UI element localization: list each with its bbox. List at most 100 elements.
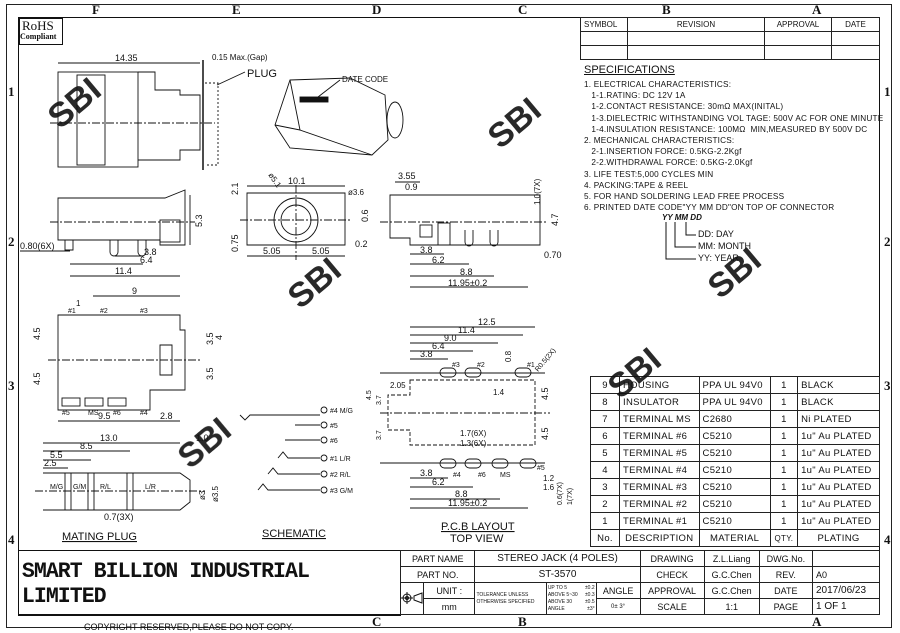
dim: ø3.5 <box>211 485 220 502</box>
side-view: 14.35 0.15 Max.(Gap) PLUG <box>50 53 277 170</box>
watermark: SBI <box>601 341 669 407</box>
dim: 1.4 <box>493 388 505 397</box>
spec-line: 1-4.INSULATION RESISTANCE: 100MΩ MIN,MEA… <box>584 124 868 134</box>
watermark: SBI <box>281 251 349 317</box>
dim: 5.3 <box>194 214 204 227</box>
spec-line: 5. FOR HAND SOLDERING LEAD FREE PROCESS <box>584 192 785 202</box>
revision-table: SYMBOL REVISION APPROVAL DATE <box>580 17 880 60</box>
company-block: SMART BILLION INDUSTRIAL LIMITED COPYRIG… <box>18 550 401 632</box>
bottom-view: 9 1 #1 #2 #3 4.5 4.5 3.5 3.5 4 #5 MS #6 … <box>32 286 224 422</box>
dim: 6.4 <box>140 255 153 265</box>
end-view: 10.1 ø5.1 ø3.6 2.1 0.75 5.05 5.05 0.6 0.… <box>230 171 370 260</box>
pcb-layout: 12.5 11.4 9.0 6.4 3.8 0.8 R0.5(2X) 2.05 … <box>366 317 574 545</box>
dim: 2.1 <box>230 182 240 195</box>
bom-cell-qty: 1 <box>769 495 799 513</box>
watermark: SBI <box>481 91 549 157</box>
pin-label: #5 <box>62 410 70 417</box>
dim: 1.0 <box>196 433 209 443</box>
dim: 4.5 <box>32 327 42 340</box>
pin-label: #3 <box>140 308 148 315</box>
tolerance-label-line2: OTHERWISE SPECIFIED <box>476 598 535 605</box>
dim: 0.6 <box>360 209 370 222</box>
third-angle-projection-icon <box>401 591 423 604</box>
dim: R0.5(2X) <box>534 347 557 373</box>
spec-line: 4. PACKING:TAPE & REEL <box>584 180 689 190</box>
rohs-text: RoHS <box>22 18 54 33</box>
spec-line: 3. LIFE TEST:5,000 CYCLES MIN <box>584 169 714 179</box>
schematic-pin: #2 R/L <box>330 472 351 479</box>
zone-label: 2 <box>884 234 891 249</box>
pin-label: MS <box>88 410 99 417</box>
schematic-title: SCHEMATIC <box>262 528 326 540</box>
tolerance-range: ABOVE 5~30±0.3 <box>548 592 595 599</box>
segment-label: M/G <box>50 484 63 491</box>
dim: 1.3(6X) <box>460 439 487 448</box>
copyright-notice: COPYRIGHT RESERVED,PLEASE DO NOT COPY. <box>18 615 400 632</box>
dim: ø5.1 <box>266 171 283 190</box>
zone-label: E <box>232 2 241 17</box>
dim: 0.75 <box>230 234 240 252</box>
pin-label: #2 <box>100 308 108 315</box>
zone-label: B <box>518 614 527 629</box>
dim: 1(7X) <box>567 488 574 505</box>
tolerance-range-label: ABOVE 5~30 <box>547 591 578 598</box>
schematic-pin: #4 M/G <box>330 408 353 415</box>
specifications: SPECIFICATIONS 1. ELECTRICAL CHARACTERIS… <box>584 64 884 263</box>
spec-line: 1-1.RATING: DC 12V 1A <box>584 91 686 101</box>
legend-month: MM: MONTH <box>698 241 751 252</box>
pcb-layout-title: P.C.B LAYOUT <box>441 521 515 533</box>
dim: 3.7 <box>376 430 383 440</box>
scale-label: SCALE <box>639 598 705 615</box>
zone-label: 3 <box>8 378 15 393</box>
watermark: SBI <box>171 411 239 477</box>
zone-label: 2 <box>8 234 15 249</box>
bom-cell-qty: 1 <box>769 512 799 530</box>
pin-label: #3 <box>452 362 460 369</box>
pin-label: #6 <box>478 472 486 479</box>
dim: 13.0 <box>100 433 118 443</box>
zone-label: A <box>812 2 822 17</box>
dim: 1 <box>76 299 81 308</box>
segment-label: G/M <box>73 484 86 491</box>
front-view: 5.3 0.80(6X) 3.8 6.4 11.4 <box>20 189 204 277</box>
dim: 5.05 <box>312 246 330 256</box>
dim: 6.4 <box>432 341 445 351</box>
zone-label: B <box>662 2 671 17</box>
tolerance-range-label: ABOVE 30 <box>547 598 572 605</box>
rohs-compliant-text: Compliant <box>20 32 57 41</box>
tolerance-range: ANGLE±3° <box>548 606 595 613</box>
spec-line: 6. PRINTED DATE CODE"YY MM DD"ON TOP OF … <box>584 203 835 213</box>
dim: 3.5 <box>205 332 215 345</box>
dim: 8.5 <box>80 441 93 451</box>
bom-header-plating: PLATING <box>797 529 880 547</box>
pin-label: #4 <box>140 410 148 417</box>
dim: 4.5 <box>366 390 373 400</box>
spec-lines: 1. ELECTRICAL CHARACTERISTICS: 1-1.RATIN… <box>584 79 884 213</box>
projection-symbol <box>400 582 424 615</box>
rear-view: 3.55 0.9 1.0(7X) 4.7 0.70 3.8 6.2 8.8 11… <box>380 171 562 288</box>
segment-label: R/L <box>100 484 111 491</box>
dim: 3.8 <box>420 245 433 255</box>
title-block-table: PART NAME STEREO JACK (4 POLES) DRAWING … <box>399 550 880 615</box>
schematic-pin: #1 L/R <box>330 456 351 463</box>
zone-label: 1 <box>8 84 15 99</box>
dim: 1.0(7X) <box>533 178 542 205</box>
date-code-leader-lines <box>665 222 696 260</box>
dim: 12.5 <box>478 317 496 327</box>
zone-label: C <box>518 2 528 17</box>
dim: 0.15 Max.(Gap) <box>212 53 268 62</box>
tolerance-label-line1: TOLERANCE UNLESS <box>476 591 529 598</box>
pin-label: #1 <box>68 308 76 315</box>
dim: 9 <box>132 286 137 296</box>
schematic: #4 M/G #5 #6 #1 L/R #2 R/L #3 G/M SCHEMA… <box>239 406 353 540</box>
spec-line: 1-3.DIELECTRIC WITHSTANDING VOL TAGE: 50… <box>584 113 884 123</box>
schematic-pin: #5 <box>330 423 338 430</box>
zone-label: C <box>372 614 382 629</box>
bom-header-qty: QTY. <box>769 529 799 547</box>
mating-plug-title: MATING PLUG <box>62 531 137 543</box>
